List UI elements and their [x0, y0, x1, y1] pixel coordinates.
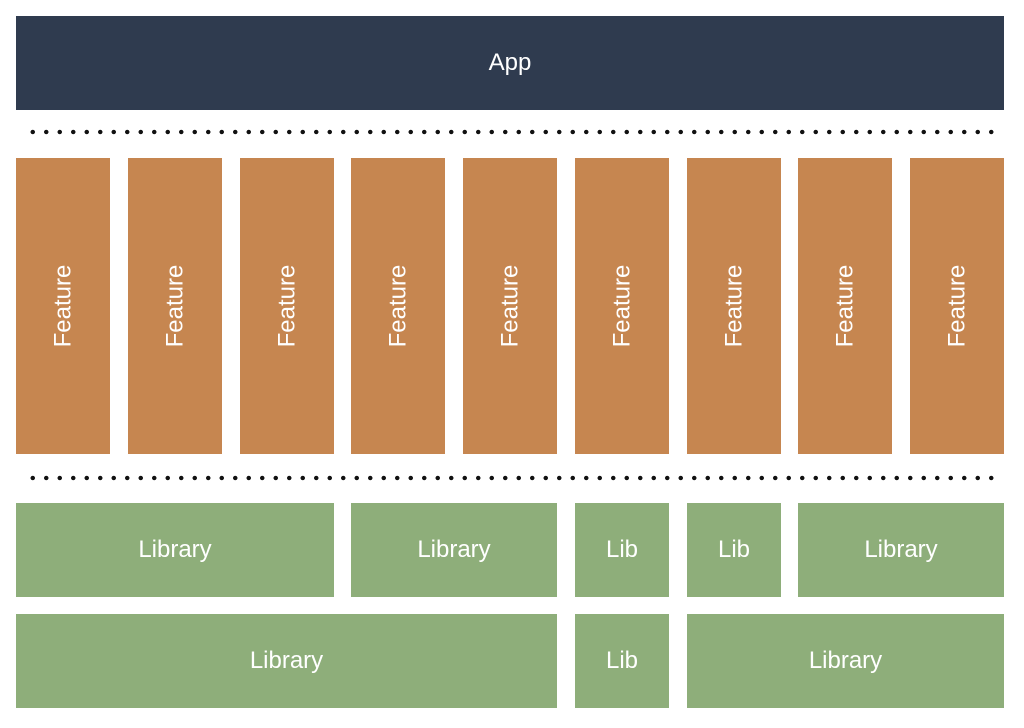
feature-block: Feature	[575, 158, 669, 454]
library-block: Library	[798, 503, 1004, 597]
library-label: Library	[249, 647, 324, 674]
feature-block: Feature	[687, 158, 781, 454]
feature-label: Feature	[161, 264, 188, 348]
lib-label: Lib	[605, 536, 639, 563]
lib-label: Lib	[717, 536, 751, 563]
lib-block: Lib	[575, 503, 669, 597]
feature-block: Feature	[463, 158, 557, 454]
dotted-separator-bottom	[26, 475, 1002, 481]
library-block: Library	[351, 503, 557, 597]
library-block: Library	[687, 614, 1004, 708]
feature-block: Feature	[240, 158, 334, 454]
feature-block: Feature	[798, 158, 892, 454]
feature-block: Feature	[910, 158, 1004, 454]
library-label: Library	[138, 536, 212, 563]
app-block: App	[16, 16, 1004, 110]
feature-label: Feature	[496, 264, 523, 348]
lib-label: Lib	[605, 647, 639, 674]
library-label: Library	[864, 536, 938, 563]
feature-label: Feature	[384, 264, 411, 348]
feature-label: Feature	[943, 264, 970, 348]
feature-block: Feature	[16, 158, 110, 454]
app-label: App	[488, 49, 532, 76]
feature-block: Feature	[351, 158, 445, 454]
lib-block: Lib	[575, 614, 669, 708]
library-label: Library	[417, 536, 491, 563]
feature-block: Feature	[128, 158, 222, 454]
feature-label: Feature	[49, 264, 76, 348]
feature-label: Feature	[831, 264, 858, 348]
feature-label: Feature	[608, 264, 635, 348]
lib-block: Lib	[687, 503, 781, 597]
dotted-separator-top	[26, 129, 1002, 135]
library-block: Library	[16, 614, 557, 708]
feature-label: Feature	[273, 264, 300, 348]
library-label: Library	[808, 647, 883, 674]
library-block: Library	[16, 503, 334, 597]
feature-label: Feature	[720, 264, 747, 348]
